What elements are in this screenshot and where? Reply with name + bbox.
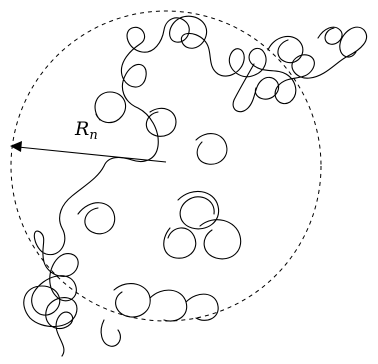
- polymer-chain-path: [23, 15, 368, 357]
- radius-label-subscript: n: [89, 128, 98, 143]
- radius-arrow-head: [10, 141, 22, 152]
- radius-arrow-line: [17, 146, 167, 163]
- radius-label: Rn: [75, 118, 98, 143]
- gyration-radius-circle: [10, 10, 322, 322]
- radius-label-main: R: [75, 118, 90, 140]
